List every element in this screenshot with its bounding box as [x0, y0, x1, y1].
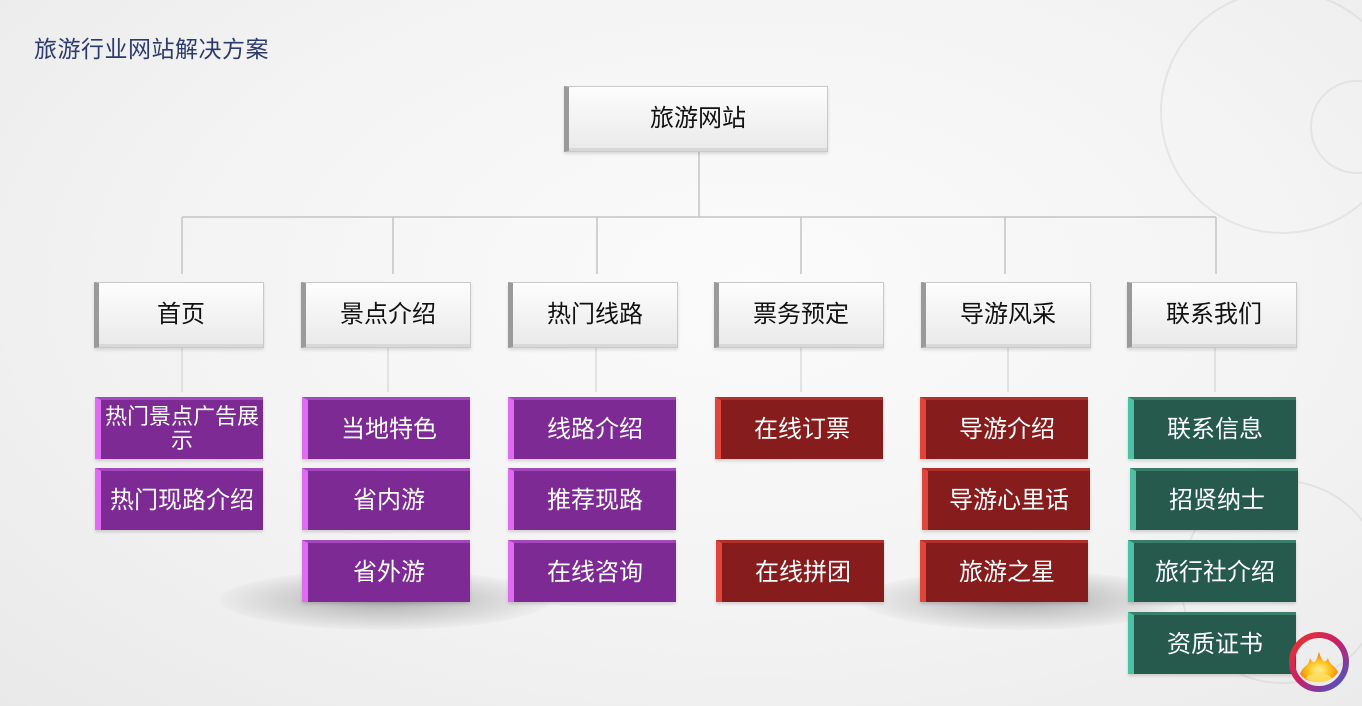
- subitem-tour-star: 旅游之星: [920, 540, 1088, 602]
- subitem-contact-info: 联系信息: [1128, 397, 1296, 459]
- subitem-online-ticketing: 在线订票: [715, 397, 883, 459]
- subitem-qualifications: 资质证书: [1128, 612, 1296, 674]
- subitem-out-province-tours: 省外游: [302, 540, 470, 602]
- subitem-online-group-buy: 在线拼团: [716, 540, 884, 602]
- category-popular-routes: 热门线路: [508, 282, 678, 348]
- subitem-guide-intro: 导游介绍: [920, 397, 1088, 459]
- subitem-agency-intro: 旅行社介绍: [1128, 540, 1296, 602]
- subitem-home-featured-ads: 热门景点广告展示: [95, 397, 263, 459]
- subitem-in-province-tours: 省内游: [302, 468, 470, 530]
- category-home: 首页: [94, 282, 264, 348]
- subitem-recruitment: 招贤纳士: [1130, 468, 1298, 530]
- category-guides: 导游风采: [921, 282, 1091, 348]
- slide-title: 旅游行业网站解决方案: [34, 37, 269, 63]
- subitem-route-intro: 线路介绍: [508, 397, 676, 459]
- category-attractions: 景点介绍: [301, 282, 471, 348]
- subitem-guide-thoughts: 导游心里话: [922, 468, 1090, 530]
- subitem-local-features: 当地特色: [302, 397, 470, 459]
- category-ticket-booking: 票务预定: [714, 282, 884, 348]
- subitem-recommended-routes: 推荐现路: [508, 468, 676, 530]
- root-node: 旅游网站: [564, 86, 828, 152]
- category-contact-us: 联系我们: [1127, 282, 1297, 348]
- subitem-online-consult: 在线咨询: [508, 540, 676, 602]
- subitem-home-popular-routes: 热门现路介绍: [95, 468, 263, 530]
- flame-ring-logo-icon: [1289, 632, 1349, 692]
